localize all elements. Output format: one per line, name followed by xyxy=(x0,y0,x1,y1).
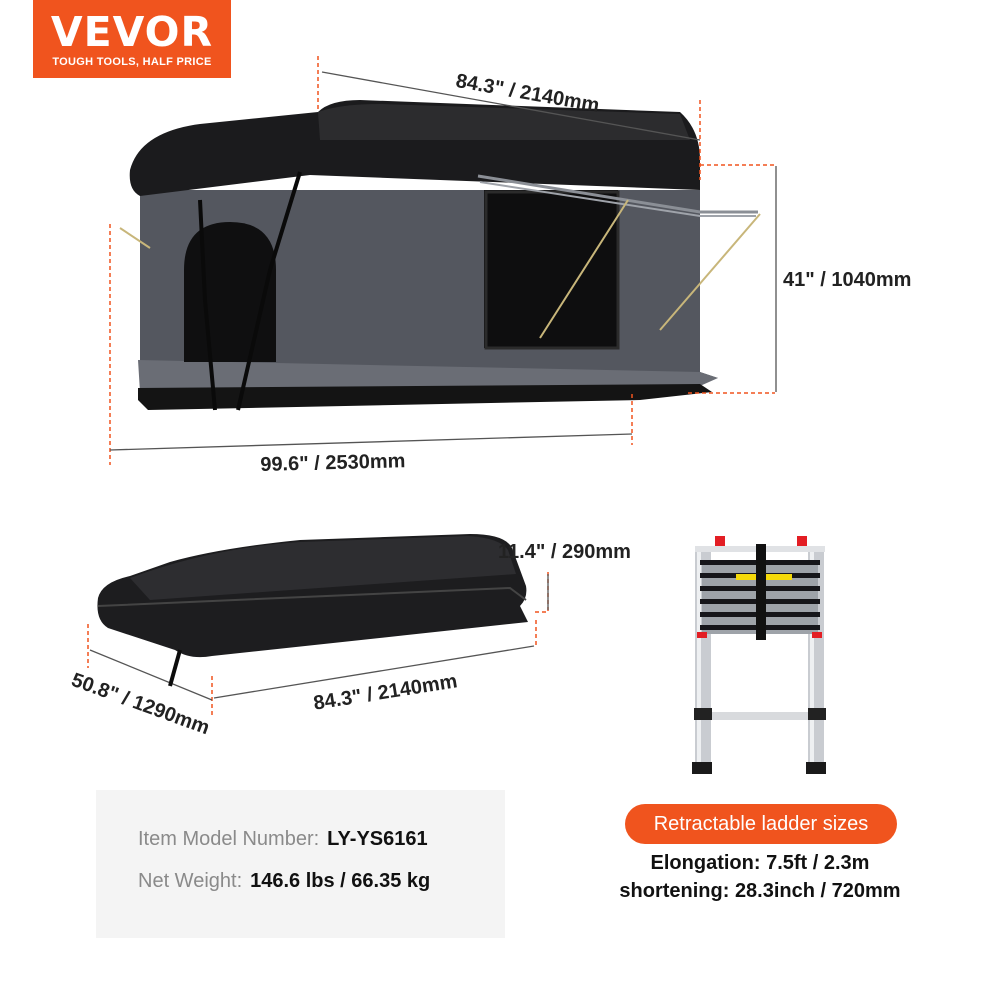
closed-tent-image xyxy=(97,534,528,687)
spec-info-box: Item Model Number: LY-YS6161 Net Weight: 1… xyxy=(96,790,505,938)
ladder-image xyxy=(692,536,826,774)
model-label: Item Model Number: xyxy=(138,828,320,850)
dim-closed-height: 11.4" / 290mm xyxy=(498,541,631,563)
ladder-sizes-badge: Retractable ladder sizes xyxy=(625,804,897,844)
dim-height: 41" / 1040mm xyxy=(783,269,912,291)
ladder-shortening: shortening: 28.3inch / 720mm xyxy=(619,880,901,902)
brand-name: VEVOR xyxy=(50,8,214,56)
weight-label: Net Weight: xyxy=(138,870,243,892)
open-tent-image xyxy=(119,100,761,411)
model-row: Item Model Number: LY-YS6161 xyxy=(138,828,428,851)
weight-row: Net Weight: 146.6 lbs / 66.35 kg xyxy=(138,870,430,893)
ladder-elongation: Elongation: 7.5ft / 2.3m xyxy=(650,852,870,874)
vevor-logo: VEVOR TOUGH TOOLS, HALF PRICE xyxy=(33,0,231,78)
model-value: LY-YS6161 xyxy=(327,828,428,850)
dim-open-width: 99.6" / 2530mm xyxy=(260,450,406,476)
weight-value: 146.6 lbs / 66.35 kg xyxy=(250,870,431,892)
brand-tagline: TOUGH TOOLS, HALF PRICE xyxy=(52,56,212,68)
